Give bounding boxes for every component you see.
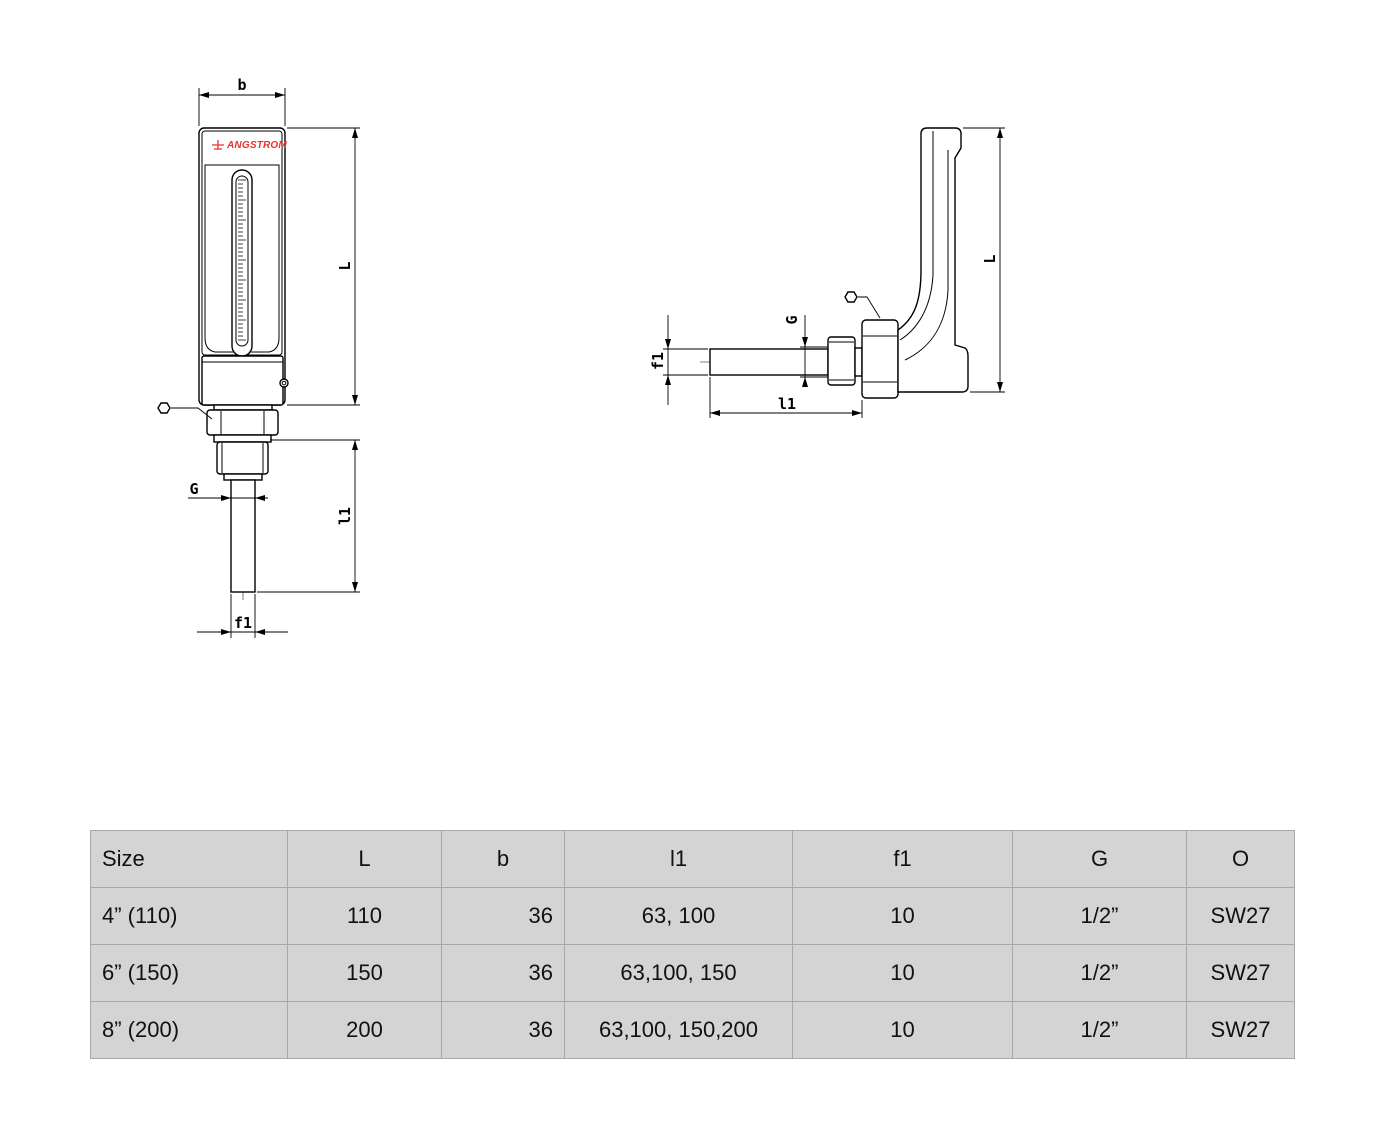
cell-f1: 10 [792,944,1013,1002]
hex-nut-icon [844,291,858,303]
dimension-l1: l1 [257,439,360,593]
header-O: O [1186,830,1295,888]
immersion-stem [230,479,256,593]
threaded-fitting [216,441,269,475]
cell-G: 1/2” [1012,1001,1187,1059]
side-immersion-stem [709,348,829,376]
front-hex-callout [157,402,213,420]
table-row: 6” (150) 150 36 63,100, 150 10 1/2” SW27 [90,944,1295,1002]
side-dimension-L: L [963,127,1005,393]
cell-l1: 63,100, 150,200 [564,1001,793,1059]
cell-O: SW27 [1186,887,1295,945]
dimension-l1-label: l1 [336,507,354,525]
header-size: Size [90,830,288,888]
cell-G: 1/2” [1012,944,1187,1002]
table-row: 8” (200) 200 36 63,100, 150,200 10 1/2” … [90,1001,1295,1059]
cell-size: 6” (150) [90,944,288,1002]
side-hex-callout [844,291,881,319]
cell-f1: 10 [792,887,1013,945]
cell-l1: 63, 100 [564,887,793,945]
cell-size: 4” (110) [90,887,288,945]
side-dimension-f1: f1 [649,315,708,405]
header-b: b [441,830,565,888]
header-G: G [1012,830,1187,888]
technical-drawings: ANGSTROM b [157,76,1005,638]
housing-lower-block [201,355,284,406]
cell-L: 110 [287,887,442,945]
cell-L: 150 [287,944,442,1002]
front-view-drawing: ANGSTROM b [157,76,360,638]
dimension-f1-label: f1 [234,614,252,632]
hex-nut-icon [157,402,171,414]
side-dimension-G: G [783,315,828,387]
dimension-b: b [198,76,286,126]
side-hex-nut [861,319,899,399]
display-window [204,164,280,353]
nut-neck [213,404,273,411]
side-view-drawing: L G f1 l1 [649,127,1005,418]
side-dimension-l1-label: l1 [778,395,796,413]
dimension-L: L [287,127,360,406]
table-row: 4” (110) 110 36 63, 100 10 1/2” SW27 [90,887,1295,945]
dimension-f1: f1 [197,594,288,638]
fitting-neck [223,473,263,481]
dimensions-table: Size L b l1 f1 G O 4” (110) 110 36 63, 1… [90,830,1295,1059]
side-threaded-fitting [827,336,856,386]
side-fitting-ring [854,347,863,377]
cell-f1: 10 [792,1001,1013,1059]
hex-nut [206,409,279,436]
dimension-G: G [188,480,268,505]
header-L: L [287,830,442,888]
table-header-row: Size L b l1 f1 G O [90,830,1295,888]
side-dimension-L-label: L [981,254,999,263]
side-housing-edge-1 [899,131,934,341]
cell-b: 36 [441,944,565,1002]
cell-l1: 63,100, 150 [564,944,793,1002]
logo-text: ANGSTROM [226,140,287,151]
thermometer-scale [238,179,246,341]
cell-b: 36 [441,1001,565,1059]
side-housing-edge-2 [904,150,949,361]
cell-b: 36 [441,887,565,945]
cell-L: 200 [287,1001,442,1059]
dimension-L-label: L [336,261,354,270]
housing-screw [279,378,289,388]
header-f1: f1 [792,830,1013,888]
cell-O: SW27 [1186,944,1295,1002]
cell-size: 8” (200) [90,1001,288,1059]
cell-O: SW27 [1186,1001,1295,1059]
nut-collar [213,434,272,443]
capillary-inner [235,175,249,347]
dimension-b-label: b [237,76,246,94]
side-dimension-l1: l1 [709,377,863,418]
side-dimension-G-label: G [783,315,801,324]
angstrom-logo: ANGSTROM [212,140,287,151]
header-l1: l1 [564,830,793,888]
cell-G: 1/2” [1012,887,1187,945]
side-dimension-f1-label: f1 [649,352,667,370]
dimension-G-label: G [189,480,198,498]
